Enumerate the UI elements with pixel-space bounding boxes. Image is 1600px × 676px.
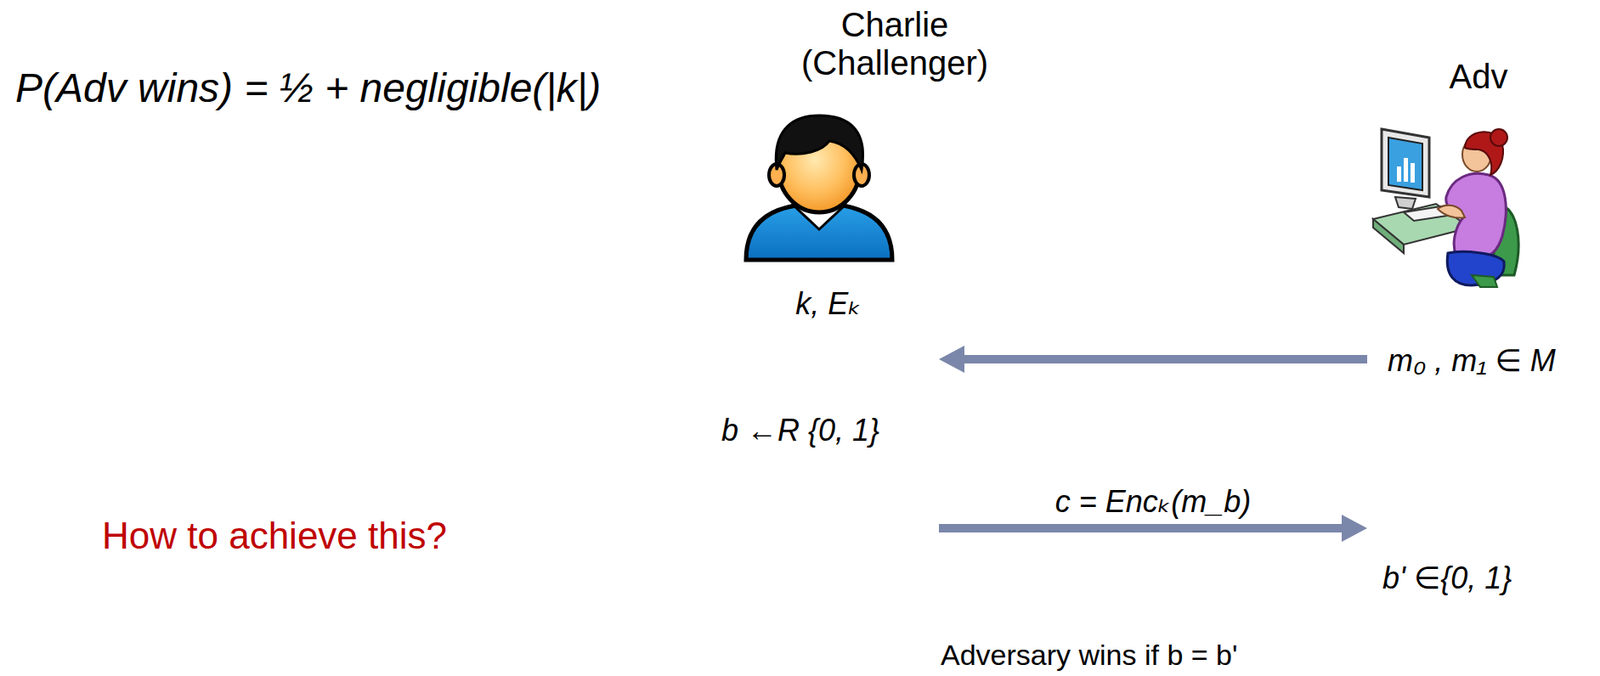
random-bit: b ←R {0, 1}	[721, 412, 880, 449]
win-condition: Adversary wins if b = b'	[940, 638, 1238, 673]
adversary-icon	[1369, 125, 1528, 289]
question: How to achieve this?	[101, 514, 447, 558]
key-label: k, Eₖ	[781, 286, 876, 323]
win-probability: P(Adv wins) = ½ + negligible(|k|)	[15, 64, 601, 112]
guess-bit: b' ∈{0, 1}	[1382, 560, 1512, 597]
challenger-icon	[740, 108, 898, 264]
party-heading: Charlie (Challenger)	[780, 5, 1010, 83]
message-pair: m₀ , m₁ ∈ M	[1387, 343, 1556, 379]
message-arrow	[938, 345, 1368, 374]
party-heading: Adv	[1436, 57, 1521, 97]
edge-label: c = Encₖ(m_b)	[1051, 484, 1255, 521]
challenger-party: Charlie (Challenger)k, Eₖ	[730, 106, 939, 621]
